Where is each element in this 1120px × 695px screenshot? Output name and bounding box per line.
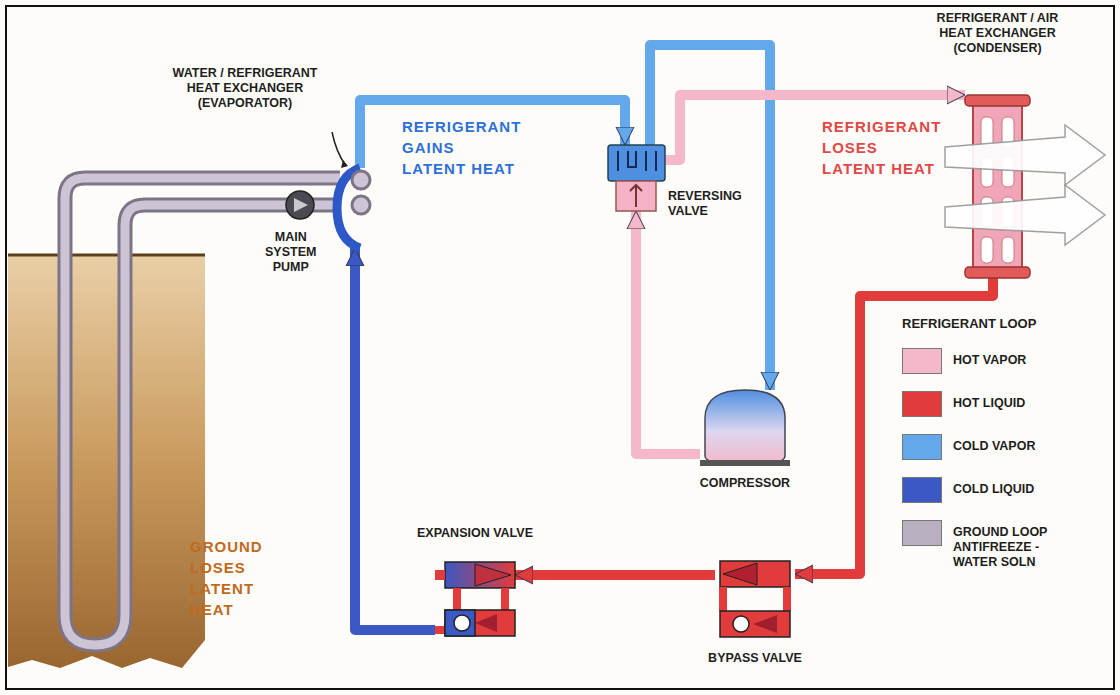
drawing-part [945,125,1105,245]
legend-swatch [902,520,942,546]
drawing-part [294,198,308,212]
reversing-valve: REVERSING VALVE [608,145,665,211]
component-label: MAIN SYSTEM PUMP [265,230,316,275]
component-label: BYPASS VALVE [695,651,815,666]
drawing-part [475,614,497,632]
drawing-part [981,237,993,263]
drawing-part [630,185,642,207]
drawing-part [720,561,790,587]
condenser: REFRIGERANT / AIR HEAT EXCHANGER (CONDEN… [965,95,1030,278]
drawing-part [733,616,749,632]
legend-text: GROUND LOOP ANTIFREEZE - WATER SOLN [953,525,1083,570]
leader-line [332,132,346,166]
system-pump: MAIN SYSTEM PUMP [285,190,315,220]
legend-text: HOT VAPOR [953,353,1083,368]
drawing-part [700,460,790,466]
drawing-part [723,563,757,585]
refrigerant-pipe [515,570,715,580]
drawing-part [454,615,470,631]
compressor-shape [700,390,790,466]
legend-swatch [902,434,942,460]
refrigerant-pipe [355,248,435,630]
ground-loop-fluid [65,178,340,645]
drawing-part [973,103,1022,270]
drawing-part [753,615,777,633]
drawing-part [981,117,1014,263]
drawing-part [720,611,790,637]
process-note: GROUND LOSES LATENT HEAT [190,536,263,620]
drawing-part [616,181,656,211]
frame [6,6,1114,689]
drawing-part [352,171,370,189]
drawing-part [1002,237,1014,263]
drawing-part [965,95,1030,106]
drawing-part [945,185,1105,245]
system-pump-shape [285,190,315,220]
drawing-part [705,390,785,465]
expansion-valve: EXPANSION VALVE [435,550,515,640]
component-label: REVERSING VALVE [668,189,742,219]
expansion-valve-shape [435,550,515,640]
condenser-shape [965,95,1030,278]
legend-title: REFRIGERANT LOOP [902,316,1036,331]
drawing-part [435,570,445,580]
refrigerant-pipe [636,211,700,454]
component-label: WATER / REFRIGERANT HEAT EXCHANGER (EVAP… [165,66,325,111]
drawing-part [608,145,665,181]
drawing-part [445,610,515,636]
drawing-part [723,587,787,611]
drawing-part [618,151,656,171]
legend-text: COLD VAPOR [953,439,1083,454]
process-note: REFRIGERANT LOSES LATENT HEAT [822,116,941,179]
compressor: COMPRESSOR [700,390,790,466]
drawing-part [445,562,515,588]
component-label: COMPRESSOR [680,476,810,491]
component-label: REFRIGERANT / AIR HEAT EXCHANGER (CONDEN… [930,11,1065,56]
drawing-part [352,196,370,214]
evaporator: WATER / REFRIGERANT HEAT EXCHANGER (EVAP… [335,168,375,248]
ground-loop-pipe [65,178,340,645]
drawing-part [445,610,475,636]
drawing-part [286,191,314,219]
reversing-valve-shape [608,145,665,211]
legend-text: COLD LIQUID [953,482,1083,497]
drawing-part [965,267,1030,278]
legend-text: HOT LIQUID [953,396,1083,411]
component-label: EXPANSION VALVE [405,526,545,541]
ground [8,255,205,668]
evaporator-shape [335,168,375,248]
legend-swatch [902,391,942,417]
leader-arrowhead [341,160,348,168]
bypass-valve: BYPASS VALVE [715,553,795,643]
legend-swatch [902,477,942,503]
ground-surface [8,254,205,257]
drawing-part [475,564,511,586]
legend-swatch [902,348,942,374]
drawing-part [945,125,1105,185]
process-note: REFRIGERANT GAINS LATENT HEAT [402,116,521,179]
bypass-valve-shape [715,553,795,643]
